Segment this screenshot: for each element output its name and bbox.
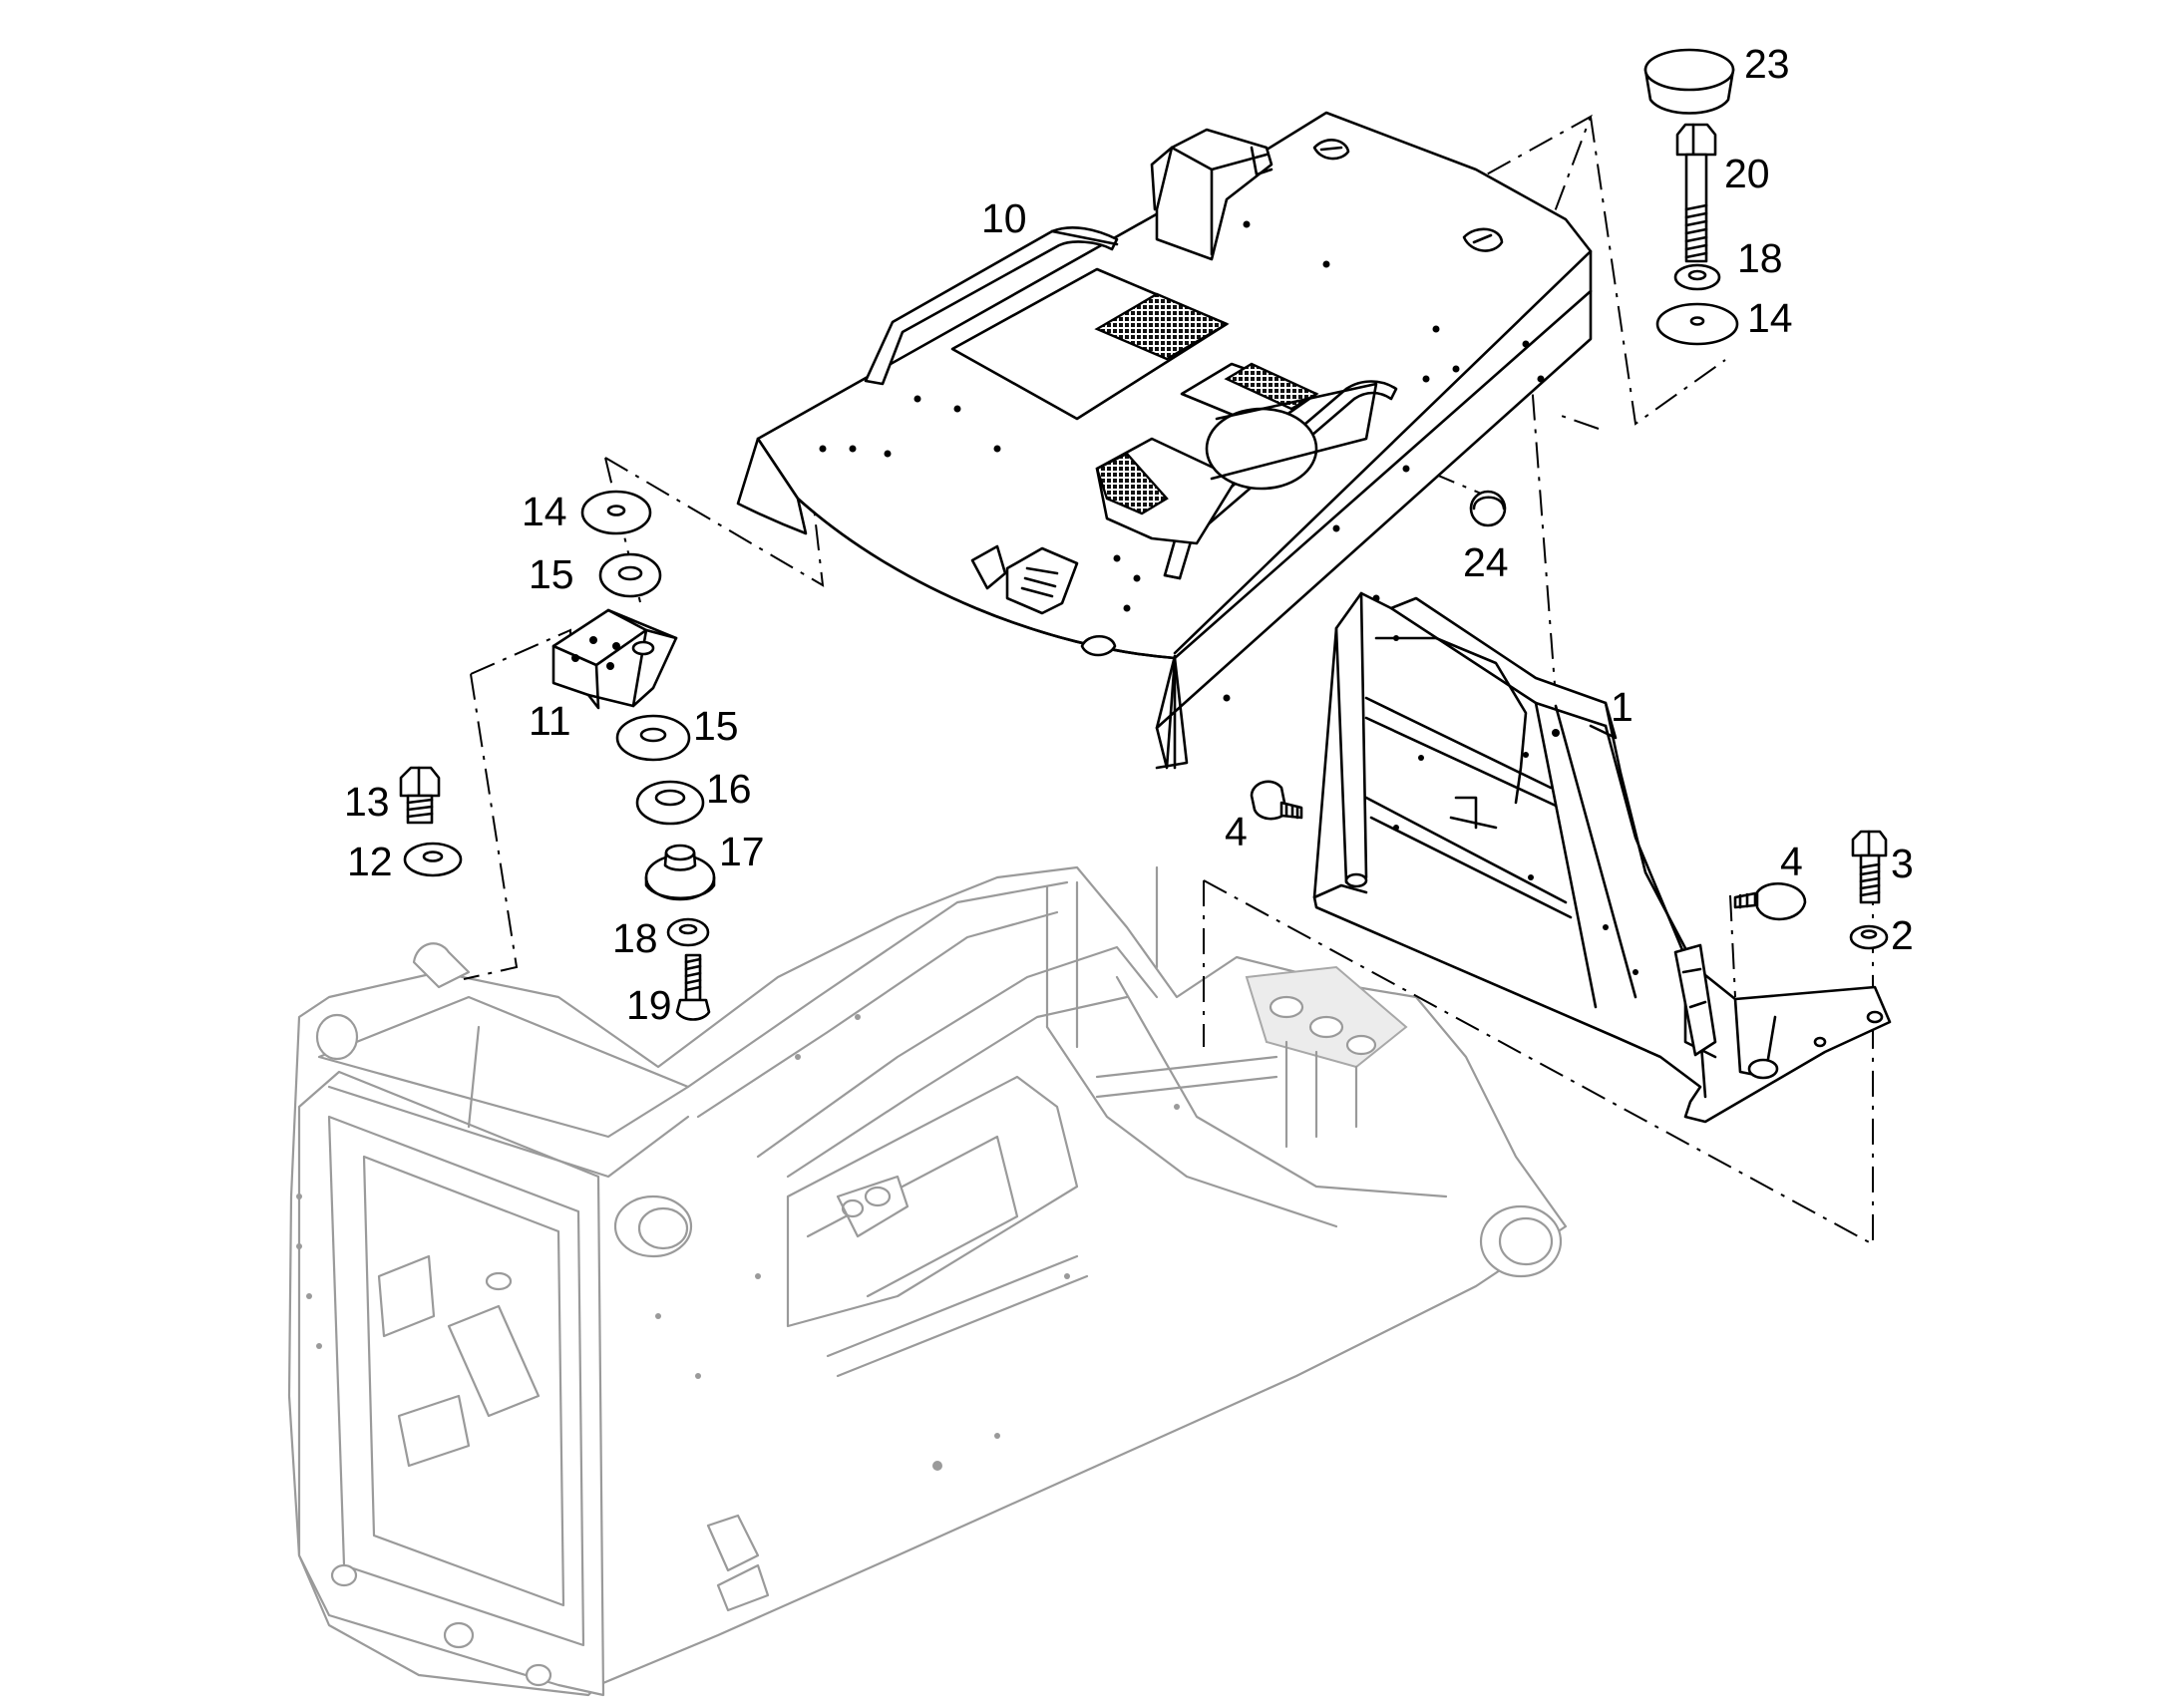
callout-16: 16: [706, 766, 752, 812]
callout-labels: 1 2 3 4 4 10 11 12 13 14 14 15 15 16 17 …: [344, 41, 1914, 1028]
cap-23: [1643, 48, 1735, 115]
callout-11: 11: [529, 698, 571, 744]
callout-24: 24: [1463, 539, 1509, 585]
callout-18-upper: 18: [1737, 235, 1783, 281]
callout-19: 19: [626, 982, 672, 1028]
sleeve-17: [644, 844, 716, 901]
callout-1: 1: [1611, 684, 1634, 730]
bolt-3: [1851, 830, 1888, 904]
machine-frame: [287, 865, 1568, 1697]
callout-23: 23: [1744, 41, 1790, 87]
callout-4-left: 4: [1225, 809, 1248, 854]
bolt-20: [1675, 123, 1717, 263]
plug-24: [1469, 490, 1507, 527]
callout-4-right: 4: [1780, 839, 1803, 884]
side-bracket: [1312, 591, 1892, 1124]
washer-14-left: [580, 490, 652, 535]
callout-14-right: 14: [1747, 295, 1793, 341]
bolt-19: [675, 953, 711, 1021]
washer-18-upper: [1673, 263, 1721, 291]
knob-4-right: [1733, 882, 1807, 921]
callout-20: 20: [1724, 151, 1770, 196]
mount-bracket-11: [551, 608, 678, 710]
engine-cover: [736, 111, 1593, 770]
knob-4-left: [1250, 780, 1303, 821]
washer-12: [403, 842, 463, 877]
bushing-15-upper: [598, 552, 662, 598]
washer-16: [635, 780, 705, 826]
bolt-13: [399, 766, 441, 825]
callout-15-lower: 15: [693, 703, 739, 749]
callout-13: 13: [344, 779, 390, 825]
washer-18-lower: [666, 917, 710, 947]
washer-14-upper: [1655, 302, 1739, 346]
callout-15-upper: 15: [529, 551, 574, 597]
callout-17: 17: [719, 829, 765, 874]
callout-14-left: 14: [522, 489, 567, 534]
washer-2: [1849, 924, 1889, 950]
callout-18-lower: 18: [612, 915, 658, 961]
callout-3: 3: [1891, 841, 1914, 886]
callout-2: 2: [1891, 912, 1914, 958]
callout-10: 10: [981, 195, 1027, 241]
bushing-15-lower: [615, 714, 691, 762]
callout-12: 12: [347, 839, 393, 884]
